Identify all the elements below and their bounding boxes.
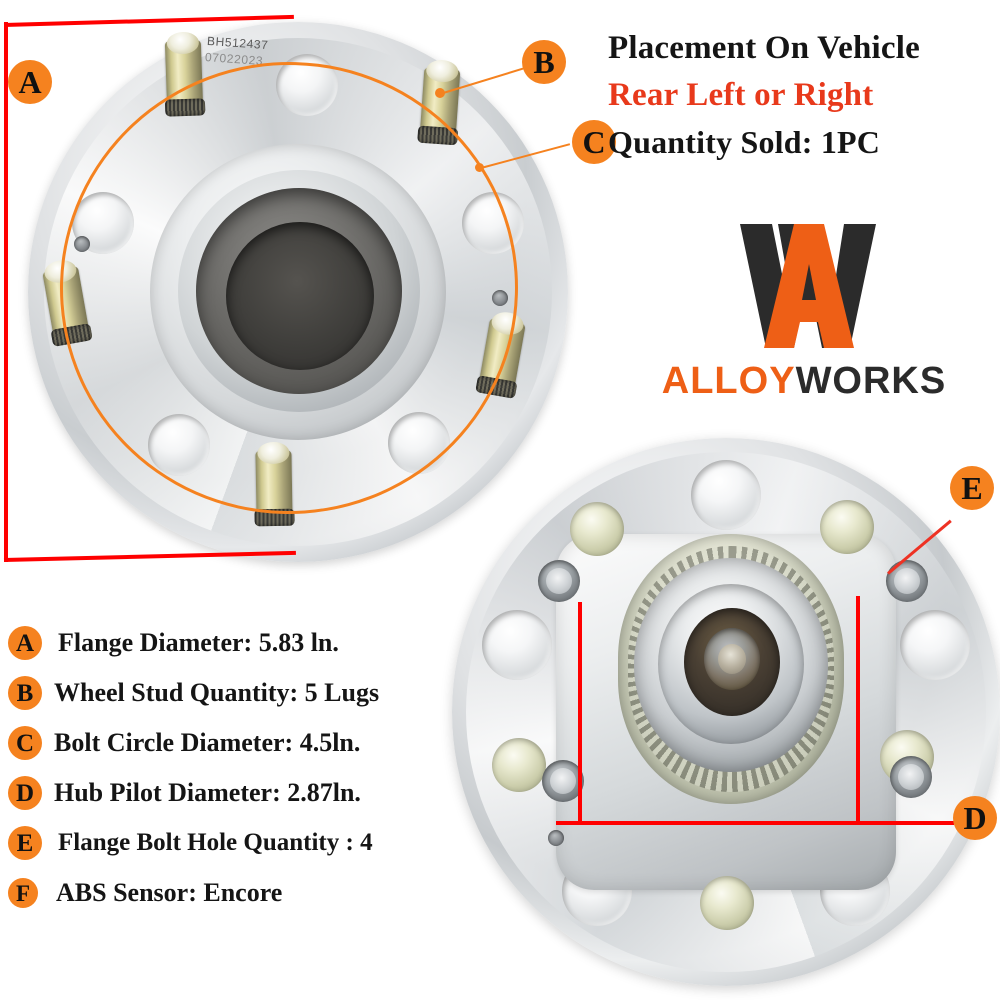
callout-badge-b-label: B — [533, 44, 555, 80]
dowel-hole — [74, 236, 90, 252]
wordmark-alloy: ALLOY — [661, 360, 796, 402]
callout-badge-a[interactable]: A — [8, 60, 52, 104]
flange-lightening-hole — [148, 414, 210, 476]
flange-bolt-hole-bore — [894, 568, 920, 594]
bolt-circle-point — [475, 163, 484, 172]
spec-row-d: D Hub Pilot Diameter: 2.87ln. — [8, 768, 428, 818]
callout-badge-d[interactable]: D — [953, 796, 997, 840]
hub-center-bore-inner — [226, 222, 374, 370]
spec-badge-a: A — [8, 626, 42, 660]
flange-lightening-hole — [691, 460, 761, 530]
spec-badge-e: E — [8, 826, 42, 860]
spec-text-hub-pilot-diameter: Hub Pilot Diameter: 2.87ln. — [54, 778, 361, 807]
spec-badge-a-label: A — [15, 629, 35, 657]
spec-badge-c: C — [8, 726, 42, 760]
flange-bolt-hole — [890, 756, 932, 798]
callout-badge-e-label: E — [961, 470, 983, 506]
flange-lightening-hole — [482, 610, 552, 680]
wheel-stud-end — [700, 876, 754, 930]
pilot-diameter-line-right — [856, 596, 860, 824]
spec-text-abs-sensor: ABS Sensor: Encore — [56, 878, 283, 907]
flange-bolt-hole-bore — [550, 768, 576, 794]
callout-badge-e[interactable]: E — [950, 466, 994, 510]
flange-lightening-hole — [462, 192, 524, 254]
placement-title: Placement On Vehicle — [608, 30, 920, 66]
axle-nut-center — [718, 644, 746, 674]
alloyworks-wordmark: ALLOYWORKS — [608, 360, 1000, 402]
spec-badge-b-label: B — [16, 679, 34, 707]
quantity-sold: Quantity Sold: 1PC — [608, 124, 881, 160]
spec-text-flange-bolt-hole-quantity: Flange Bolt Hole Quantity : 4 — [58, 829, 373, 856]
specification-list: A Flange Diameter: 5.83 ln. B Wheel Stud… — [8, 618, 428, 918]
spec-badge-d: D — [8, 776, 42, 810]
flange-bolt-hole — [538, 560, 580, 602]
flange-lightening-hole — [388, 412, 450, 474]
callout-badge-d-label: D — [963, 800, 987, 836]
flange-bolt-hole-bore — [898, 764, 924, 790]
spec-badge-e-label: E — [16, 829, 34, 857]
spec-text-bolt-circle-diameter: Bolt Circle Diameter: 4.5ln. — [54, 728, 361, 757]
alloyworks-mark-svg — [740, 224, 876, 348]
placement-value: Rear Left or Right — [608, 77, 874, 113]
spec-badge-f: F — [8, 878, 38, 908]
flange-bolt-hole-bore — [546, 568, 572, 594]
callout-badge-a-label: A — [18, 64, 42, 100]
wheel-stud-end — [570, 502, 624, 556]
flange-lightening-hole — [276, 54, 338, 116]
placement-headline-block: Placement On Vehicle Rear Left or Right … — [608, 30, 1000, 161]
spec-text-wheel-stud-quantity: Wheel Stud Quantity: 5 Lugs — [54, 678, 380, 707]
spec-row-a: A Flange Diameter: 5.83 ln. — [8, 618, 428, 668]
rear-hub-image — [452, 438, 1000, 986]
spec-row-c: C Bolt Circle Diameter: 4.5ln. — [8, 718, 428, 768]
wheel-stud-end — [492, 738, 546, 792]
spec-badge-b: B — [8, 676, 42, 710]
spec-badge-c-label: C — [15, 729, 35, 757]
front-hub-image — [28, 22, 568, 562]
logo-a-counter — [802, 264, 816, 300]
flange-lightening-hole — [900, 610, 970, 680]
spec-badge-f-label: F — [15, 880, 31, 906]
spec-row-f: F ABS Sensor: Encore — [8, 868, 428, 918]
callout-b-point — [435, 88, 445, 98]
callout-badge-b[interactable]: B — [522, 40, 566, 84]
flange-bolt-hole — [542, 760, 584, 802]
dowel-hole — [492, 290, 508, 306]
pilot-diameter-line-left — [578, 602, 582, 824]
brand-logo: ALLOYWORKS — [608, 222, 1000, 402]
abs-sensor-hole — [548, 830, 564, 846]
callout-badge-c-label: C — [582, 124, 606, 160]
wheel-stud-end — [820, 500, 874, 554]
wordmark-works: WORKS — [795, 360, 947, 402]
spec-row-b: B Wheel Stud Quantity: 5 Lugs — [8, 668, 428, 718]
callout-badge-c[interactable]: C — [572, 120, 616, 164]
spec-text-flange-diameter: Flange Diameter: 5.83 ln. — [58, 628, 339, 657]
spec-badge-d-label: D — [15, 779, 35, 807]
alloyworks-mark — [738, 222, 878, 350]
spec-row-e: E Flange Bolt Hole Quantity : 4 — [8, 818, 428, 868]
flange-diameter-bracket-vertical — [4, 22, 8, 562]
pilot-diameter-line-bottom — [556, 821, 954, 825]
